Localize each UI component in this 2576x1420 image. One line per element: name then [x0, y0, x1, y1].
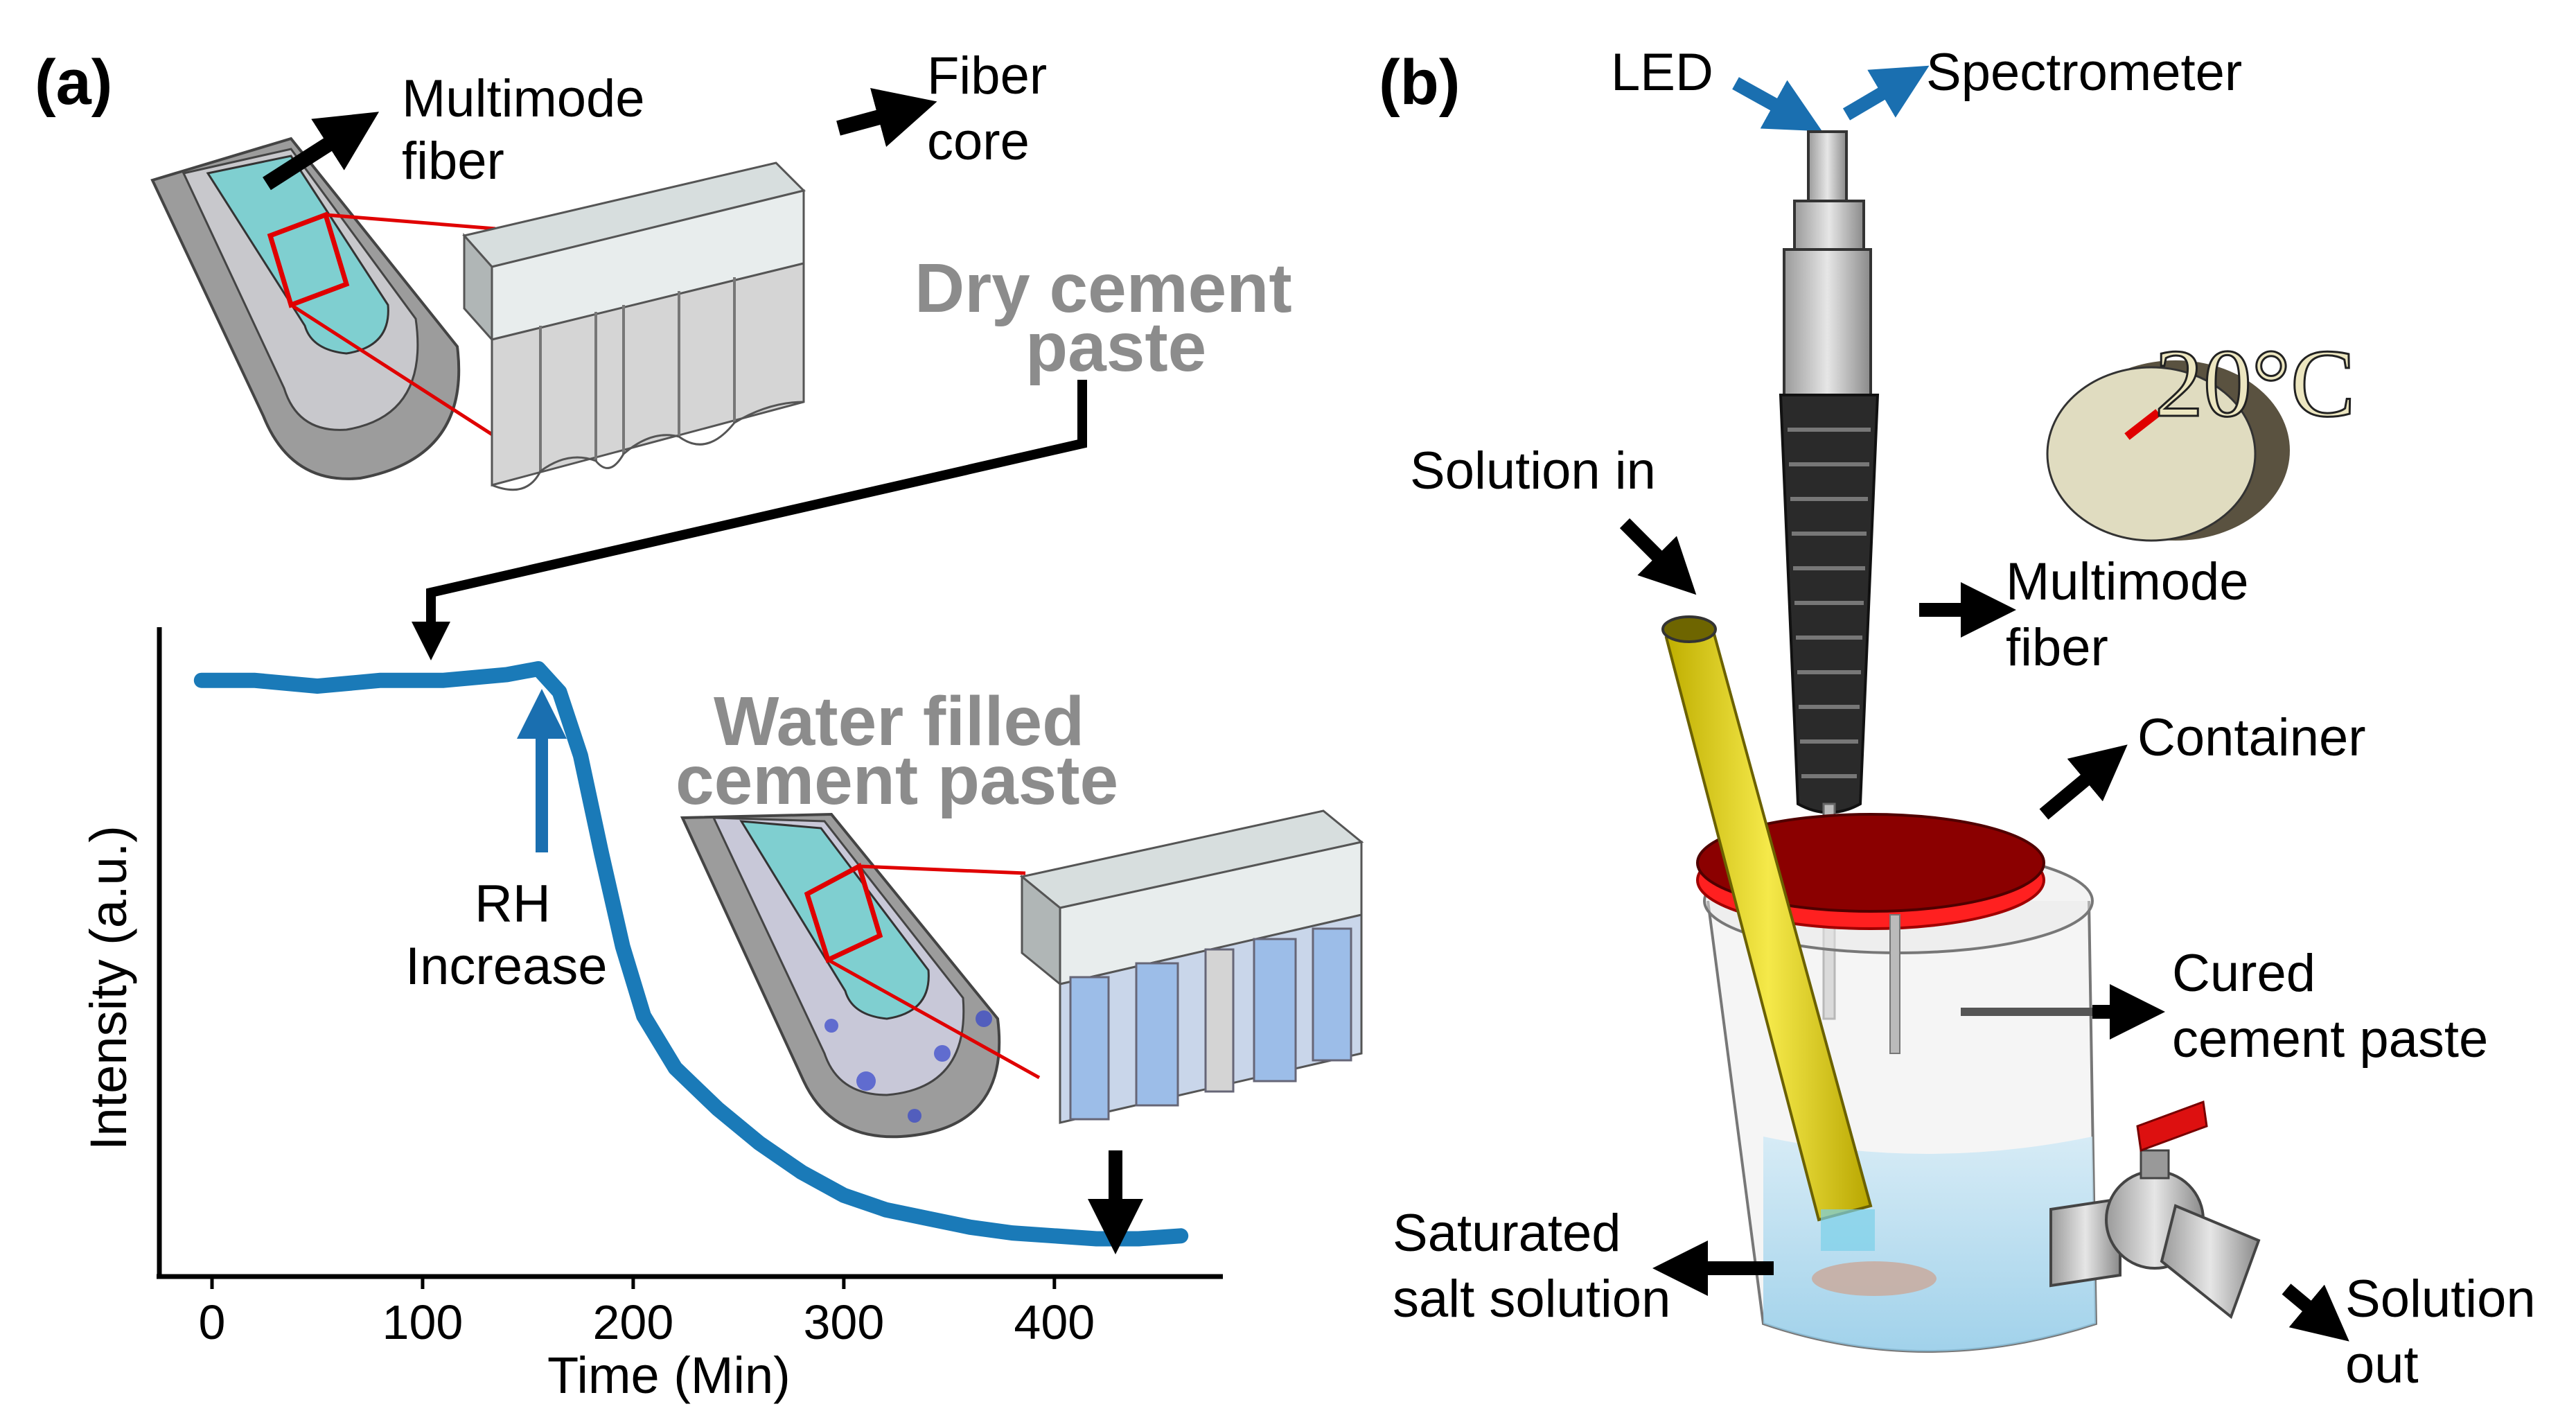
intensity-curve: [193, 661, 1189, 1247]
x-axis-title: Time (Min): [547, 1347, 791, 1404]
x-tick-label: 200: [593, 1295, 674, 1349]
rh-label-line1: RH: [475, 875, 551, 933]
dry-connector-line: [412, 380, 1087, 660]
x-tick-label: 100: [382, 1295, 464, 1349]
water-label-line1: Water filled: [714, 683, 1084, 760]
wet-fiber-illustration: [680, 812, 1041, 1139]
multimode-fiber-label-line2: fiber: [2006, 618, 2108, 677]
solution-in-label: Solution in: [1410, 441, 1656, 500]
y-axis-title: Intensity (a.u.): [80, 825, 137, 1150]
panel-a-label: (a): [35, 47, 112, 118]
container-arrow: [2039, 744, 2128, 820]
led-label: LED: [1611, 43, 1713, 102]
core-label-line2: core: [927, 112, 1030, 171]
panel-b-label: (b): [1379, 47, 1460, 118]
intensity-chart: 0 100 200 300 400 Time (Min) Intensity (a.u.…: [80, 627, 1223, 1404]
saturated-label-line1: Saturated: [1393, 1204, 1621, 1263]
solution-in-arrow: [1619, 518, 1697, 595]
saturated-label-line2: salt solution: [1393, 1270, 1670, 1329]
spectrometer-label: Spectrometer: [1926, 43, 2242, 102]
x-tick-label: 300: [803, 1295, 884, 1349]
temperature-label: 20°C: [2155, 330, 2355, 437]
dry-label-line2: paste: [1025, 308, 1206, 386]
solution-out-arrow: [2282, 1283, 2349, 1342]
x-tick-label: 400: [1014, 1295, 1095, 1349]
container-label: Container: [2137, 708, 2366, 767]
fiber-label-line2: fiber: [402, 132, 504, 191]
led-arrow: [1732, 77, 1822, 132]
core-pointer-arrow: [836, 87, 937, 147]
fiber-label-line1: Multimode: [402, 69, 645, 128]
dry-label-line1: Dry cement: [915, 249, 1292, 327]
core-label-line1: Fiber: [927, 46, 1047, 105]
wet-core-block: [1019, 809, 1364, 1124]
spectrometer-arrow: [1842, 65, 1930, 121]
cured-paste-label-line1: Cured: [2172, 944, 2315, 1003]
fiber-pointer-arrow: [263, 112, 380, 191]
multimode-fiber-label-line1: Multimode: [2006, 552, 2249, 611]
inlet-tube: [1661, 615, 1875, 1251]
water-label-line2: cement paste: [676, 742, 1118, 819]
x-tick-label: 0: [199, 1295, 226, 1349]
dry-fiber-illustration: [150, 137, 497, 480]
solution-out-label-line2: out: [2345, 1335, 2419, 1394]
temperature-dial: [2046, 360, 2290, 542]
outlet-valve: [2049, 1100, 2261, 1320]
dry-core-block: [462, 161, 806, 491]
solution-out-label-line1: Solution: [2345, 1270, 2536, 1329]
rh-label-line2: Increase: [405, 937, 608, 996]
cured-paste-label-line2: cement paste: [2172, 1010, 2488, 1069]
